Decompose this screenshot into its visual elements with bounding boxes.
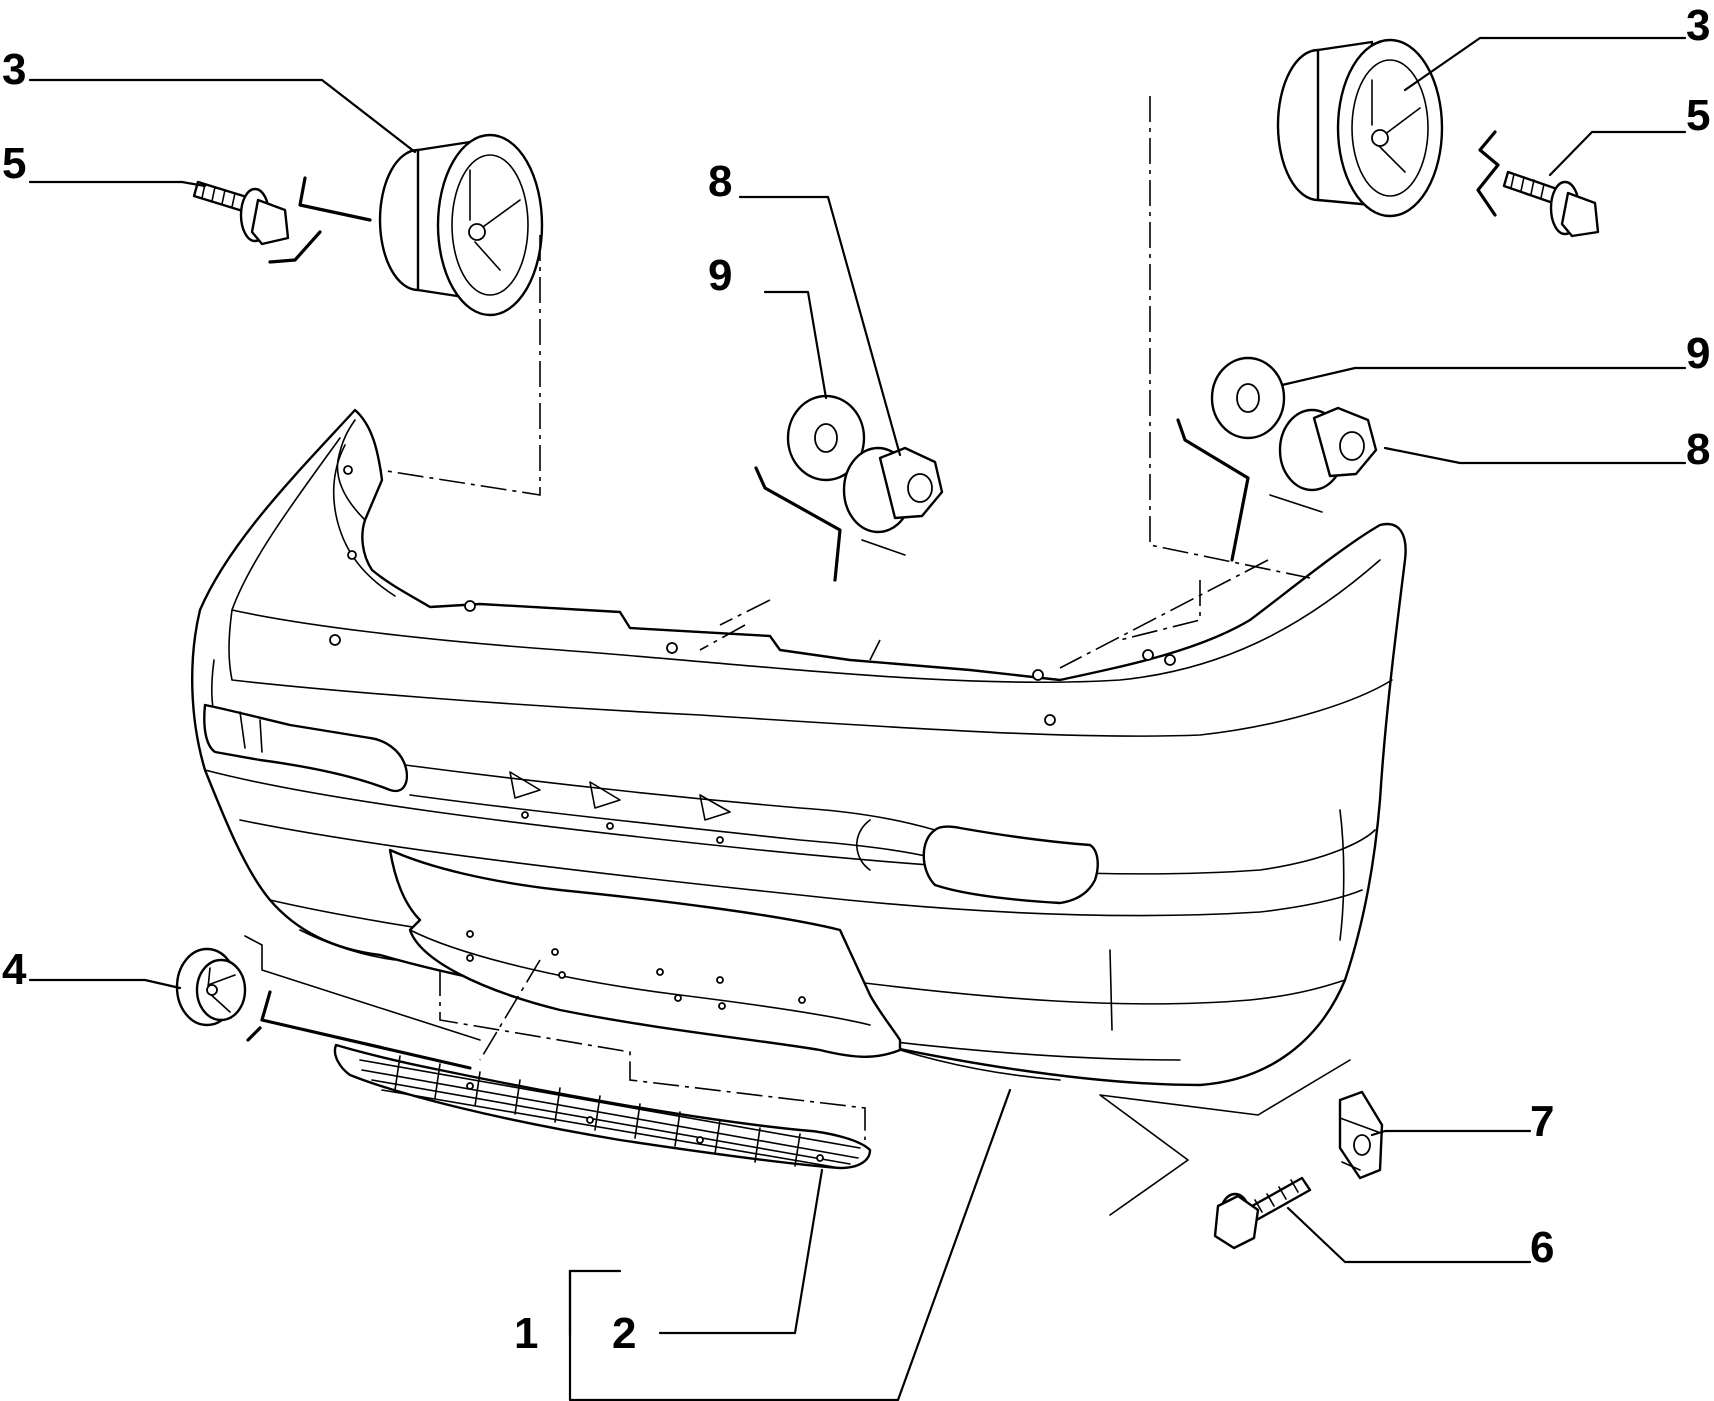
callout-9-left: 9 [708, 251, 732, 300]
alignment-lines [379, 96, 1311, 1140]
callout-6: 6 [1530, 1223, 1554, 1272]
callout-9-right: 9 [1686, 329, 1710, 378]
grille-mesh [359, 1055, 861, 1169]
plastic-rivet [175, 947, 247, 1027]
callout-1: 1 [514, 1309, 538, 1358]
callout-4: 4 [2, 945, 27, 994]
mounting-screw [1213, 1176, 1312, 1250]
left-flange-nut [842, 446, 944, 534]
callout-5-left: 5 [2, 139, 26, 188]
callout-labels: 1 2 3 3 4 5 5 6 7 8 8 9 9 [2, 1, 1710, 1358]
callout-8-left: 8 [708, 157, 732, 206]
right-flange-nut [1278, 406, 1378, 492]
front-bumper [191, 408, 1407, 1087]
leader-lines [28, 36, 1687, 1401]
callout-8-right: 8 [1686, 425, 1710, 474]
break-lines [244, 130, 1500, 1216]
right-flange-bolt [1502, 170, 1600, 238]
right-buffer-pad [1276, 38, 1444, 218]
right-washer [1210, 356, 1286, 440]
callout-7: 7 [1530, 1097, 1554, 1146]
left-buffer-pad [378, 133, 544, 317]
callout-2: 2 [612, 1309, 636, 1358]
left-flange-bolt [192, 180, 290, 246]
lower-grille [333, 1043, 872, 1170]
callout-3-right: 3 [1686, 1, 1710, 50]
callout-3-left: 3 [2, 45, 26, 94]
callout-5-right: 5 [1686, 91, 1710, 140]
clip-nut [1338, 1090, 1384, 1180]
